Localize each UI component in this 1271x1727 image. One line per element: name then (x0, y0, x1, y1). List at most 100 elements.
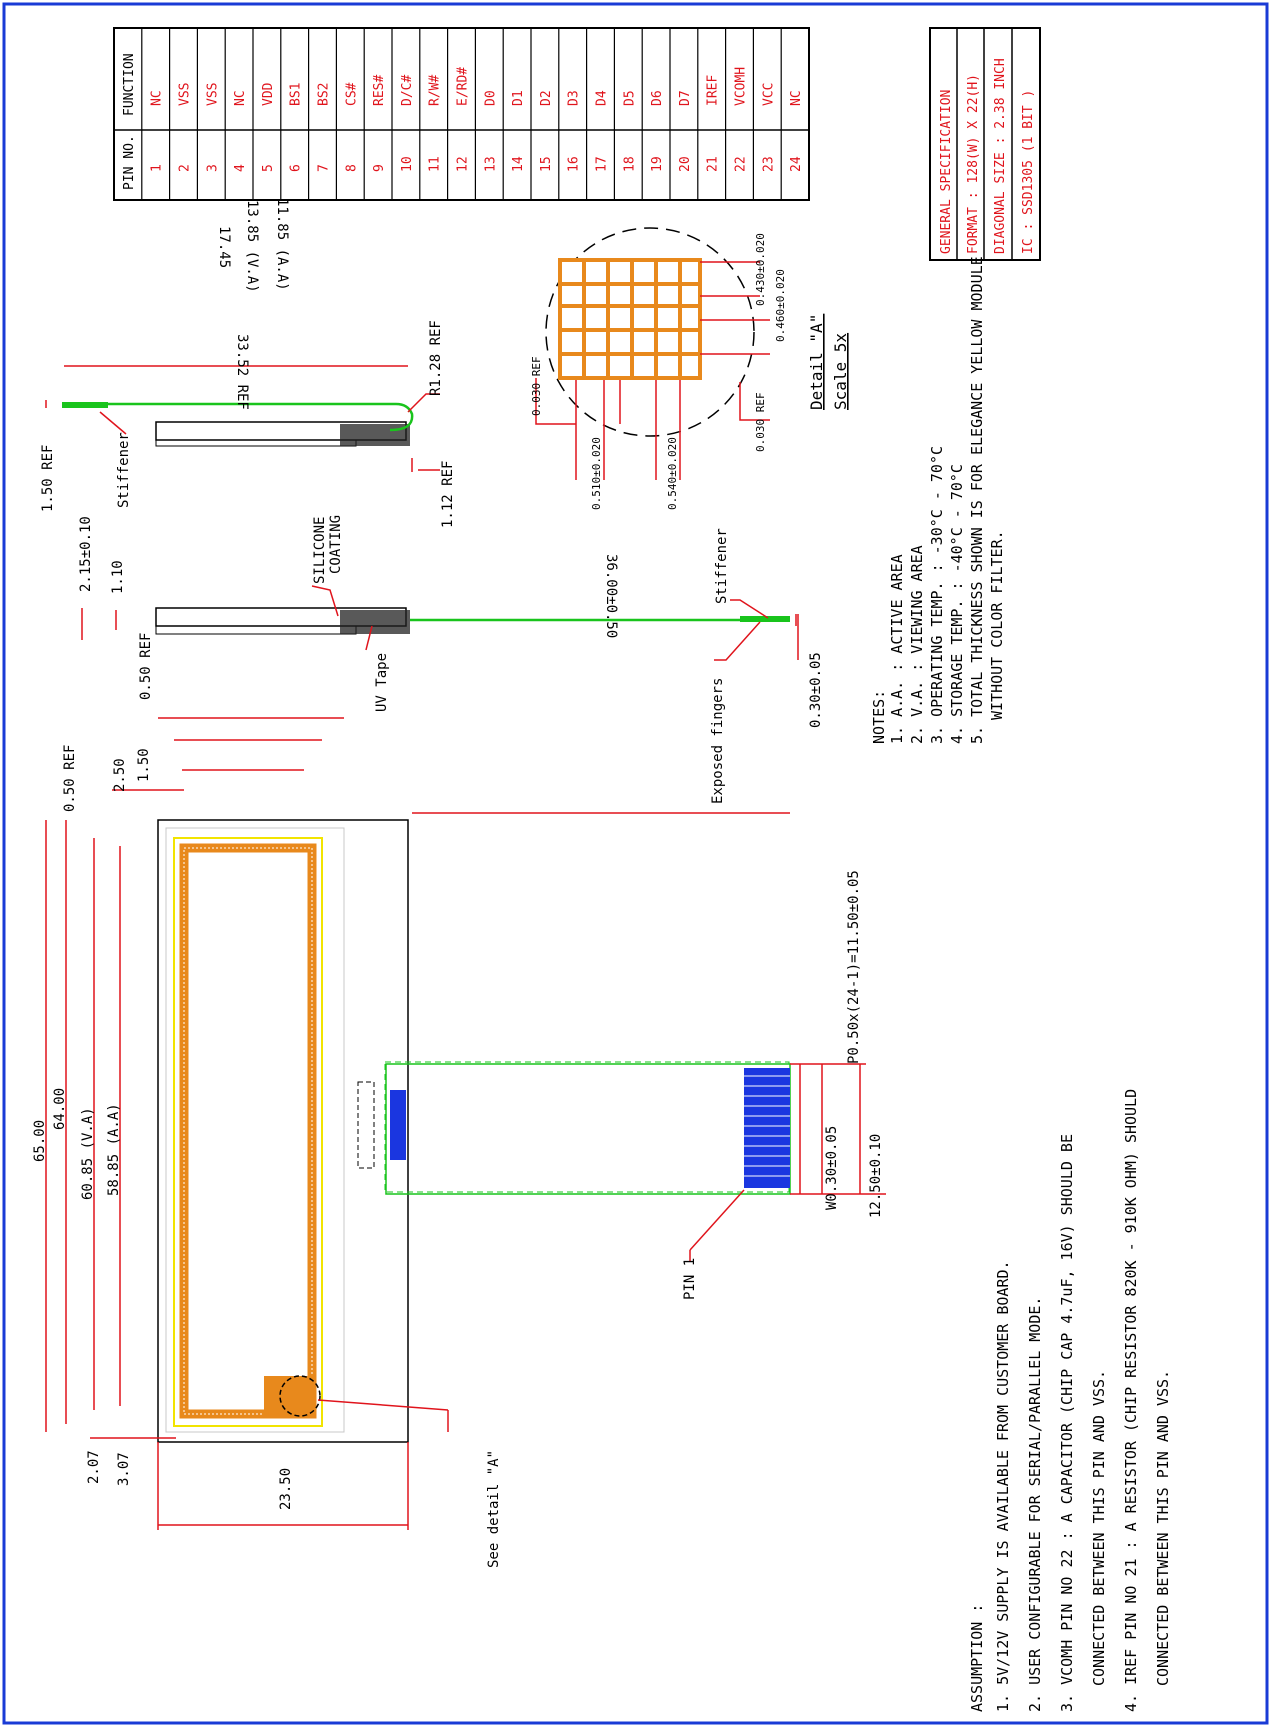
pin-function: VSS (205, 83, 220, 106)
pin-function: D1 (511, 90, 526, 106)
pin-number: 5 (261, 164, 276, 172)
pin-number: 11 (428, 156, 443, 172)
detail-a-callout-circle (279, 1375, 321, 1417)
general-specification-box: GENERAL SPECIFICATION FORMAT : 128(W) X … (929, 27, 1041, 261)
active-area-outline (181, 845, 315, 1417)
dim-2-50: 2.50 (112, 758, 128, 792)
side-view-thickness: 2.15±0.10 1.10 SILICONE COATING Stiffene… (78, 515, 824, 804)
spec-ic: IC : SSD1305 (1 BIT ) (1021, 90, 1036, 254)
pin-function: NC (233, 90, 248, 106)
pin-number: 3 (205, 164, 220, 172)
note-3: 3. OPERATING TEMP. : -30°C - 70°C (928, 446, 946, 744)
pin-function: BS1 (289, 83, 304, 106)
note-5: 5. TOTAL THICKNESS SHOWN IS FOR ELEGANCE… (968, 256, 986, 744)
dim-17-45: 17.45 (216, 226, 232, 268)
pin-number: 6 (289, 164, 304, 172)
pin-number: 19 (650, 156, 665, 172)
pin-function: D2 (539, 90, 554, 106)
pin-function: D3 (567, 90, 582, 106)
dim-1-12-ref: 1.12 REF (440, 461, 456, 528)
polarizer-outline (165, 827, 345, 1433)
assumption-4-cont: CONNECTED BETWEEN THIS PIN AND VSS. (1154, 1370, 1172, 1686)
dim-58-85-aa: 58.85 (A.A) (106, 1103, 122, 1196)
pin-function: R/W# (428, 75, 443, 106)
pin-function: D6 (650, 90, 665, 106)
dim-1-50-ref: 1.50 REF (40, 445, 56, 512)
see-detail-a: See detail "A" (486, 1450, 502, 1568)
pin-number: 15 (539, 156, 554, 172)
assumption-3: 3. VCOMH PIN NO 22 : A CAPACITOR (CHIP C… (1058, 1134, 1076, 1712)
assumption-title: ASSUMPTION : (968, 1604, 986, 1712)
uv-tape-label: UV Tape (374, 653, 390, 712)
pin-number: 21 (706, 156, 721, 172)
pin-number: 4 (233, 164, 248, 172)
pin-function: VCOMH (734, 67, 749, 106)
pin-header: PIN NO. (122, 135, 137, 190)
ic-footprint (357, 1081, 375, 1169)
dim-33-52-ref: 33.52 REF (234, 334, 250, 410)
pin-function: NC (789, 90, 804, 106)
pin-function: IREF (706, 75, 721, 106)
viewing-area-outline (173, 837, 323, 1427)
pin-number: 20 (678, 156, 693, 172)
dim-64-00: 64.00 (52, 1088, 68, 1130)
dim-pitch: P0.50x(24-1)=11.50±0.05 (846, 870, 862, 1064)
pin-number: 1 (150, 164, 165, 172)
pin-number: 8 (344, 164, 359, 172)
note-4: 4. STORAGE TEMP. : -40°C - 70°C (948, 464, 966, 744)
pin-number: 12 (456, 156, 471, 172)
notes-title: NOTES: (870, 690, 888, 744)
pin-function: BS2 (317, 83, 332, 106)
assumption-2: 2. USER CONFIGURABLE FOR SERIAL/PARALLEL… (1026, 1297, 1044, 1712)
dim-pin-width: W0.30±0.05 (824, 1126, 840, 1210)
detail-dim-0-030-ref-a: 0.030 REF (530, 356, 543, 416)
silicone-label: SILICONE (312, 517, 328, 584)
dim-3-07: 3.07 (116, 1452, 132, 1486)
dim-2-15: 2.15±0.10 (78, 516, 94, 592)
assumption-3-cont: CONNECTED BETWEEN THIS PIN AND VSS. (1090, 1370, 1108, 1686)
detail-dim-0-030-ref-b: 0.030 REF (754, 392, 767, 452)
dim-13-85-va: 13.85 (V.A) (244, 200, 260, 293)
dim-1-50: 1.50 (136, 748, 152, 782)
pin-function: VSS (178, 83, 193, 106)
detail-dim-0-510: 0.510±0.020 (590, 437, 603, 510)
pin-number: 22 (734, 156, 749, 172)
dim-0-30: 0.30±0.05 (808, 652, 824, 728)
pin-number: 13 (483, 156, 498, 172)
dim-1-10: 1.10 (110, 560, 126, 594)
pin-number: 17 (595, 156, 610, 172)
spec-format: FORMAT : 128(W) X 22(H) (966, 74, 981, 254)
front-view: 65.00 64.00 60.85 (V.A) 58.85 (A.A) 2.07… (32, 198, 886, 1568)
detail-dim-0-430: 0.430±0.020 (754, 233, 767, 306)
pin-function: D5 (622, 90, 637, 106)
dim-23-50: 23.50 (278, 1468, 294, 1510)
function-header: FUNCTION (122, 53, 137, 116)
dim-fpc-width: 12.50±0.10 (868, 1134, 884, 1218)
detail-dim-0-540: 0.540±0.020 (666, 437, 679, 510)
pin-number: 10 (400, 156, 415, 172)
dim-2-07: 2.07 (86, 1450, 102, 1484)
exposed-fingers-label: Exposed fingers (710, 678, 726, 804)
detail-dim-0-460: 0.460±0.020 (774, 269, 787, 342)
pin-function: D0 (483, 90, 498, 106)
note-5-cont: WITHOUT COLOR FILTER. (988, 530, 1006, 720)
assumption-block: ASSUMPTION : 1. 5V/12V SUPPLY IS AVAILAB… (968, 1089, 1172, 1712)
pin-number: 24 (789, 156, 804, 172)
pin-function: E/RD# (456, 67, 471, 106)
pin-number: 9 (372, 164, 387, 172)
pin-function: D7 (678, 90, 693, 106)
pin-number: 2 (178, 164, 193, 172)
pin-number: 14 (511, 156, 526, 172)
detail-scale: Scale 5x (831, 333, 850, 410)
notes-block: NOTES: 1. A.A. : ACTIVE AREA 2. V.A. : V… (870, 256, 1006, 744)
side-view-bent-fpc: 33.52 REF R1.28 REF 1.50 REF Stiffener 1… (40, 320, 456, 528)
stiffener-bottom-label: Stiffener (714, 528, 730, 604)
assumption-4: 4. IREF PIN NO 21 : A RESISTOR (CHIP RES… (1122, 1089, 1140, 1712)
pin-function: NC (150, 90, 165, 106)
dim-60-85-va: 60.85 (V.A) (80, 1107, 96, 1200)
pin-number: 16 (567, 156, 582, 172)
pin-number: 23 (761, 156, 776, 172)
stiffener-top-label: Stiffener (116, 432, 132, 508)
